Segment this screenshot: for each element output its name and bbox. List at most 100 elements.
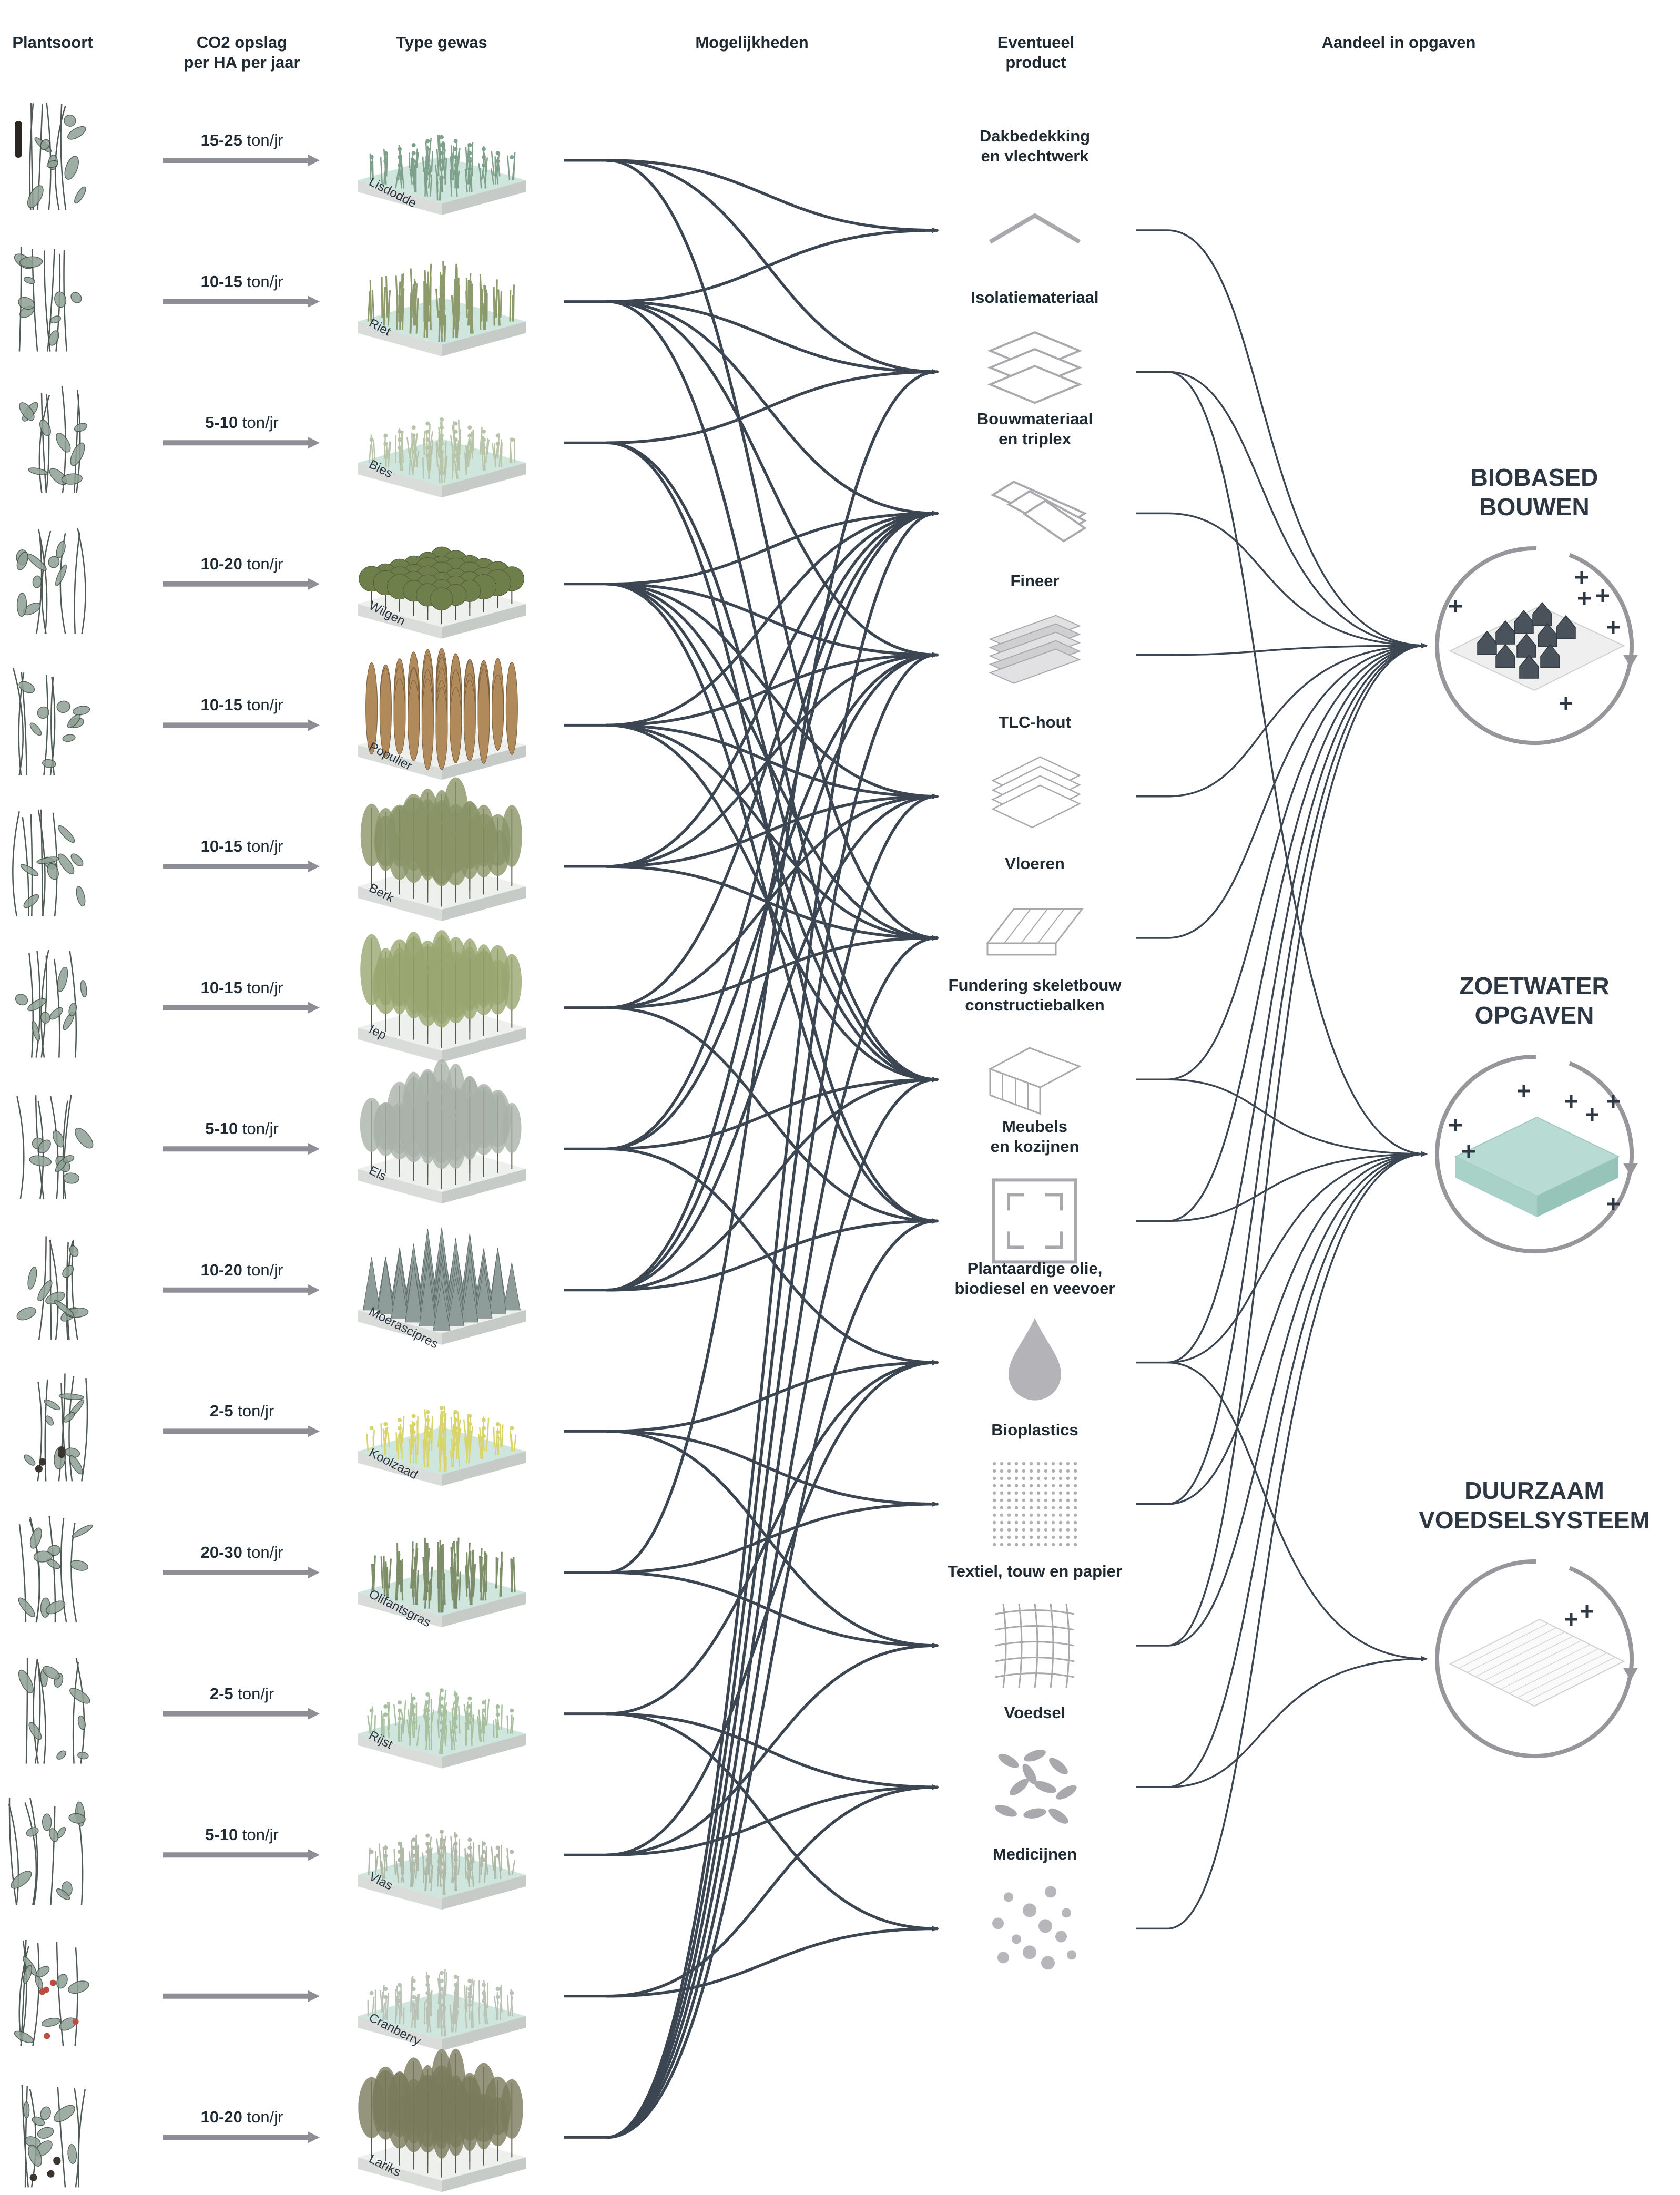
crop-product-link xyxy=(605,1712,939,1790)
floor-icon xyxy=(985,908,1084,956)
product-outcome-link xyxy=(1166,1151,1428,1505)
product-outcome-link xyxy=(1166,643,1428,1080)
co2-range: 5-10 xyxy=(205,413,238,432)
crop-block: Cranberry xyxy=(358,1969,526,2051)
co2-unit: ton/jr xyxy=(238,413,279,432)
cycle-arrowhead xyxy=(1623,1668,1638,1681)
co2-range: 15-25 xyxy=(200,131,242,149)
co2-range: 10-15 xyxy=(200,696,242,714)
plant-illustration xyxy=(14,1939,89,2047)
plus-icon xyxy=(1518,1085,1530,1097)
crop-block: Riet xyxy=(358,261,526,356)
co2-range: 10-20 xyxy=(200,1260,242,1279)
plus-icon xyxy=(1586,1108,1598,1121)
header-type-gewas: Type gewas xyxy=(396,33,487,52)
co2-range: 10-15 xyxy=(200,272,242,291)
crop-product-link xyxy=(605,1784,939,1856)
crop-product-link xyxy=(605,228,939,303)
product-outcome-link xyxy=(1166,1361,1428,1661)
outcome-title: DUURZAAM VOEDSELSYSTEEM xyxy=(1419,1477,1650,1534)
plus-icon xyxy=(1449,600,1462,612)
co2-label: 10-20 ton/jr xyxy=(158,2108,326,2127)
product-label: Fineer xyxy=(1010,571,1060,590)
plant-illustration xyxy=(16,1094,94,1199)
co2-label: 10-15 ton/jr xyxy=(158,978,326,997)
crop-block: Rijst xyxy=(358,1688,526,1769)
roof-icon xyxy=(989,213,1081,244)
product-label: Medicijnen xyxy=(992,1845,1077,1864)
co2-unit: ton/jr xyxy=(242,554,283,573)
plant-illustration xyxy=(16,528,86,635)
co2-unit: ton/jr xyxy=(242,1260,283,1279)
plus-icon xyxy=(1560,697,1572,710)
outcome-cycle xyxy=(1435,1559,1638,1758)
co2-label: 15-25 ton/jr xyxy=(158,131,326,150)
beam-icon xyxy=(988,1047,1082,1115)
crop-product-link xyxy=(605,369,939,1574)
field-icon xyxy=(1449,1605,1625,1707)
product-label: Fundering skeletbouw constructiebalken xyxy=(948,976,1122,1015)
outcome-cycle xyxy=(1435,1055,1638,1253)
crop-product-link xyxy=(605,1430,939,1648)
plus-icon xyxy=(1449,1119,1462,1131)
product-outcome-link xyxy=(1166,643,1428,1647)
houses-icon xyxy=(1449,571,1625,710)
plant-illustration xyxy=(21,2085,86,2188)
crop-product-link xyxy=(605,1077,939,1150)
product-outcome-link xyxy=(1166,1151,1428,1788)
crop-product-link xyxy=(605,1926,939,1998)
water-block-icon xyxy=(1449,1085,1620,1217)
product-outcome-link xyxy=(1166,643,1428,1505)
crop-block: Populier xyxy=(358,648,526,780)
product-outcome-link xyxy=(1166,643,1428,1364)
product-outcome-link xyxy=(1166,1151,1428,1930)
plus-icon xyxy=(1565,1613,1577,1626)
planks-icon xyxy=(990,481,1087,543)
veneer-icon xyxy=(989,615,1081,684)
product-outcome-link xyxy=(1166,1656,1428,1788)
header-product: Eventueel product xyxy=(997,33,1075,72)
drop-icon xyxy=(1009,1318,1061,1401)
product-label: Isolatiemateriaal xyxy=(971,288,1099,307)
co2-range: 10-20 xyxy=(200,554,242,573)
co2-range: 5-10 xyxy=(205,1119,238,1138)
product-outcome-link xyxy=(1166,371,1428,648)
co2-label: 20-30 ton/jr xyxy=(158,1543,326,1562)
product-outcome-link xyxy=(1166,1151,1428,1364)
header-plantsoort: Plantsoort xyxy=(12,33,93,52)
crop-product-link xyxy=(605,300,939,516)
crop-product-link xyxy=(605,511,939,727)
crop-product-link xyxy=(605,300,939,658)
co2-label: 2-5 ton/jr xyxy=(158,1684,326,1703)
plant-illustration xyxy=(12,809,86,917)
product-outcome-link xyxy=(1166,643,1428,1222)
crop-product-link xyxy=(605,511,939,1292)
product-label: Bioplastics xyxy=(991,1420,1078,1439)
crop-block: Koolzaad xyxy=(358,1406,526,1486)
plant-illustration xyxy=(8,1797,86,1905)
product-label: Plantaardige olie, biodiesel en veevoer xyxy=(954,1259,1115,1298)
seeds-icon xyxy=(995,1749,1077,1824)
crop-block: Wilgen xyxy=(358,546,526,639)
plus-icon xyxy=(1462,1145,1475,1158)
co2-unit: ton/jr xyxy=(242,1543,283,1561)
crop-product-link xyxy=(605,369,939,444)
co2-unit: ton/jr xyxy=(238,1119,279,1138)
crop-block: Iep xyxy=(358,930,526,1063)
product-outcome-link xyxy=(1166,1151,1428,1647)
crop-block: Moerascipres xyxy=(358,1227,526,1352)
header-aandeel: Aandeel in opgaven xyxy=(1321,33,1476,52)
crop-block: Els xyxy=(358,1059,526,1204)
plant-illustration xyxy=(12,668,90,775)
co2-label: 10-15 ton/jr xyxy=(158,696,326,714)
co2-unit: ton/jr xyxy=(233,1402,274,1421)
product-outcome-link xyxy=(1166,371,1428,1157)
co2-unit: ton/jr xyxy=(242,837,283,855)
product-label: Dakbedekking en vlechtwerk xyxy=(979,127,1091,165)
co2-range: 10-15 xyxy=(200,978,242,997)
co2-range: 2-5 xyxy=(209,1402,233,1421)
crop-product-link xyxy=(605,1784,939,1998)
co2-range: 10-15 xyxy=(200,837,242,855)
co2-range: 2-5 xyxy=(209,1684,233,1703)
plant-illustration xyxy=(15,950,87,1058)
